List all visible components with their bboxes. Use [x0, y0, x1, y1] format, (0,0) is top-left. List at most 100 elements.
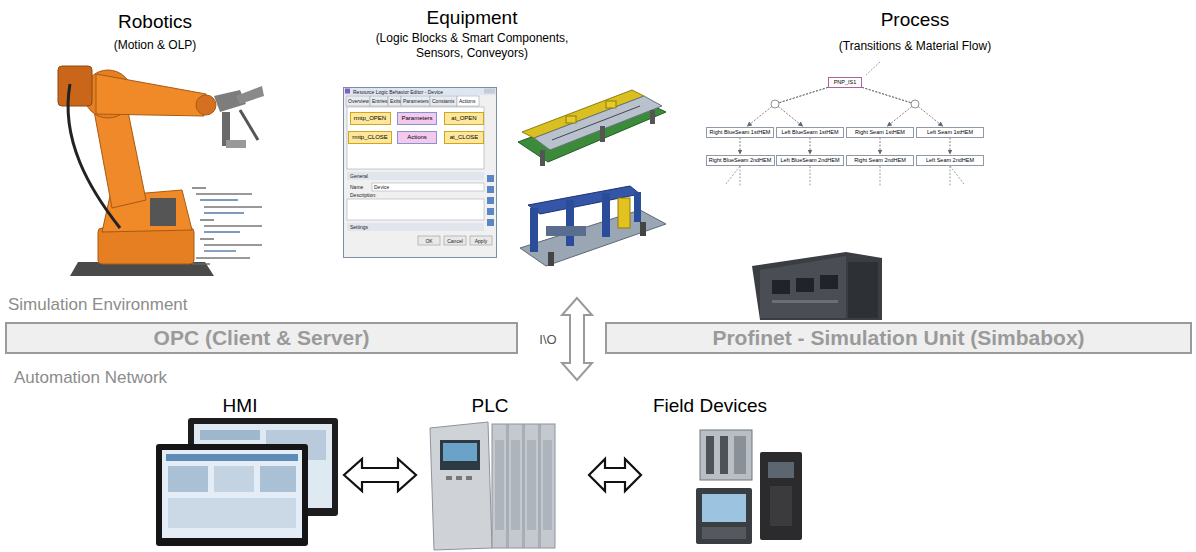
plc-unit — [456, 476, 462, 480]
conveyor-fixture — [518, 90, 666, 166]
node-title: Field Devices — [653, 395, 767, 418]
node-title: at_OPEN — [451, 115, 476, 122]
field-devices — [702, 527, 746, 539]
interface-bar: Profinet - Simulation Unit (Simbabox) — [605, 322, 1192, 354]
process-tree-lines — [726, 62, 964, 186]
editor-window-chrome — [470, 236, 492, 245]
dialog-label: Name — [350, 184, 363, 190]
flow-connector — [880, 138, 881, 155]
hmi-panels — [166, 454, 298, 461]
editor-window-chrome — [487, 175, 494, 182]
field-devices — [720, 436, 728, 474]
welding-fixture — [520, 210, 666, 266]
logic-block: Actions — [397, 131, 437, 144]
hmi-panels — [200, 430, 260, 440]
code-listing — [204, 231, 240, 232]
plc-unit — [466, 476, 472, 480]
node-title: Right Seam 2ndHEM — [854, 157, 906, 164]
node-title: at_CLOSE — [450, 134, 479, 141]
simbabox-unit — [760, 256, 846, 318]
process-tree-lines — [950, 166, 964, 184]
conveyor-fixture — [534, 96, 662, 150]
node-title: rmtp_OPEN — [354, 115, 386, 122]
robotics-group: Robotics(Motion & OLP) — [50, 8, 270, 280]
conveyor-fixture — [600, 126, 605, 142]
code-listing — [204, 250, 236, 251]
flow-connector — [747, 87, 828, 126]
plc-unit — [540, 424, 555, 548]
node-title: Profinet - Simulation Unit (Simbabox) — [712, 325, 1084, 350]
flow-connector — [775, 87, 828, 126]
welding-fixture — [602, 193, 610, 237]
plc-unit — [511, 440, 520, 530]
flow-connector — [862, 87, 915, 126]
split-circle — [771, 100, 919, 108]
editor-window-chrome — [444, 236, 466, 245]
plc-unit — [508, 424, 523, 548]
dialog-label: Parameters — [403, 98, 429, 104]
dialog-label: General — [350, 173, 368, 179]
conveyor-fixture — [606, 101, 616, 108]
editor-window-chrome — [347, 172, 484, 180]
conveyor-fixture — [552, 106, 640, 140]
node-title: Left Seam 2ndHEM — [926, 157, 974, 164]
code-listing — [196, 193, 252, 194]
logic-block: at_OPEN — [444, 112, 484, 125]
code-listing — [200, 238, 214, 239]
editor-window: rmtp_OPEN Parameters at_OPEN rmtp_CLOSE Acti… — [343, 87, 497, 258]
field-devices — [700, 430, 752, 480]
node-subtitle: (Motion & OLP) — [114, 38, 197, 52]
transition-box: Left Seam 2ndHEM — [916, 155, 984, 166]
plc-unit — [440, 440, 480, 470]
split-circle — [771, 100, 779, 108]
editor-window-chrome — [343, 87, 497, 258]
logic-block: at_CLOSE — [444, 131, 484, 144]
transition-box: Right BlueSeam 2ndHEM — [706, 155, 775, 166]
simbabox-unit — [796, 278, 814, 292]
robot-illustration — [150, 198, 176, 226]
logic-block: Parameters — [397, 112, 437, 125]
process-tree-lines — [810, 166, 811, 186]
plc-unit — [527, 440, 536, 530]
welding-fixture — [548, 252, 554, 266]
process-group: PNP_IS1Right BlueSeam 1stHEMLeft BlueSea… — [690, 5, 1000, 190]
simbabox-unit — [848, 262, 878, 318]
hmi-panels — [260, 466, 296, 492]
field-devices — [734, 436, 746, 474]
hmi-panels — [214, 466, 254, 492]
hmi-panels — [162, 450, 302, 538]
robot-illustration — [68, 84, 120, 228]
code-listing — [192, 188, 262, 264]
plc-unit — [430, 422, 492, 550]
flow-connector — [862, 87, 943, 126]
welding-fixture — [546, 226, 586, 236]
editor-window-chrome — [372, 183, 484, 191]
node-subtitle: (Logic Blocks & Smart Components, Sensor… — [356, 31, 588, 61]
node-title: Actions — [407, 134, 427, 141]
process-tree-lines — [740, 166, 741, 186]
robot-illustration — [58, 66, 264, 276]
robot-illustration — [196, 95, 216, 115]
editor-window-chrome — [388, 96, 401, 106]
editor-window-chrome — [347, 199, 484, 220]
robot-illustration — [96, 74, 206, 116]
transition-box: PNP_IS1 — [828, 77, 862, 88]
node-title: rmtp_CLOSE — [352, 134, 388, 141]
plc-unit — [524, 424, 539, 548]
plc-unit — [495, 440, 504, 530]
welding-fixture — [520, 186, 666, 266]
code-listing — [204, 244, 262, 245]
dialog-label: Actions — [459, 98, 475, 104]
dialog-label: Device — [374, 184, 389, 190]
dialog-label: Constants — [432, 98, 455, 104]
robot-illustration — [226, 140, 246, 148]
editor-window-chrome — [457, 96, 479, 106]
welding-fixture — [566, 200, 574, 246]
robot-illustration — [240, 110, 258, 140]
flow-connector — [810, 138, 811, 155]
field-devices — [696, 430, 802, 544]
robot-illustration — [236, 86, 264, 104]
code-listing — [192, 263, 210, 264]
dialog-label: Exits — [390, 98, 401, 104]
hmi-panels — [168, 466, 208, 492]
